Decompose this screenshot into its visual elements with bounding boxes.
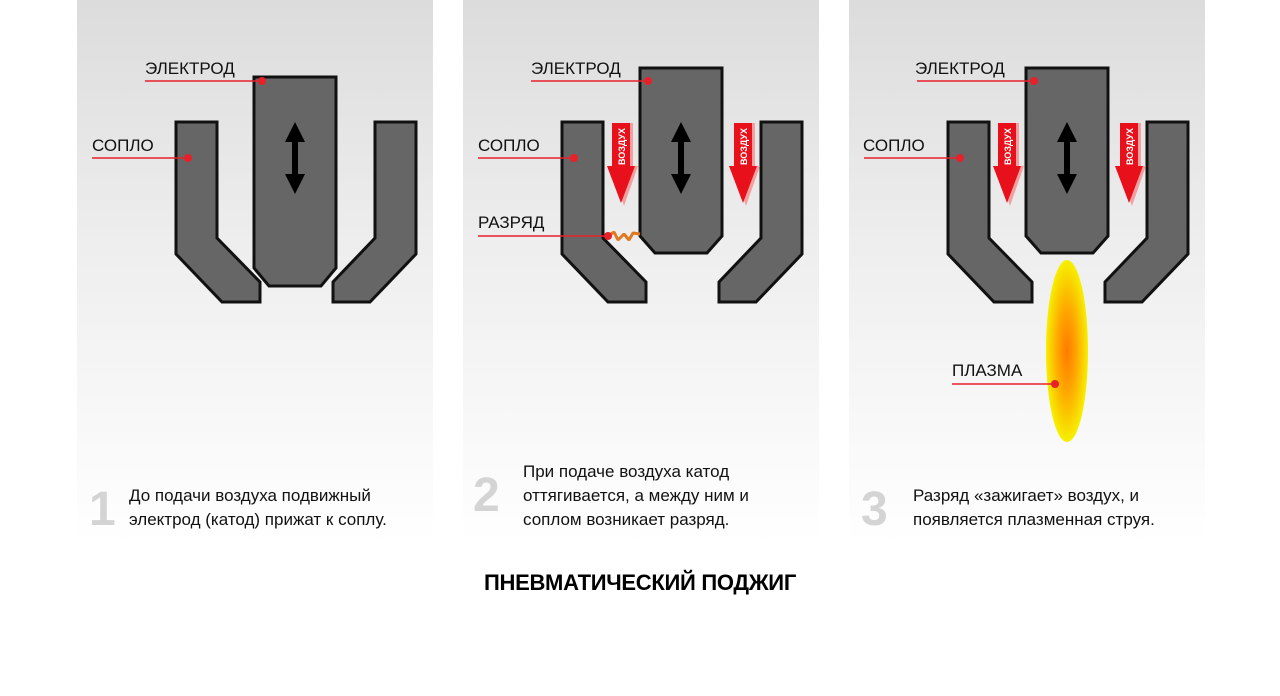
nozzle-right — [1103, 120, 1190, 304]
move-arrow-icon — [285, 122, 305, 194]
page-title: ПНЕВМАТИЧЕСКИЙ ПОДЖИГ — [484, 570, 796, 595]
electrode-pointer — [917, 77, 1038, 85]
step-number: 1 — [89, 483, 116, 536]
step-caption: При подаче воздуха катод оттягивается, а… — [523, 462, 749, 529]
step-1-diagram — [92, 75, 418, 304]
nozzle-left — [560, 120, 648, 304]
nozzle-pointer — [478, 154, 578, 162]
discharge-label: РАЗРЯД — [478, 213, 545, 232]
step-3-diagram: ВОЗДУХ ВОЗДУХ — [864, 66, 1190, 442]
nozzle-right — [331, 120, 418, 304]
move-arrow-icon — [1057, 122, 1077, 194]
spark-icon — [607, 230, 641, 242]
air-text-right: ВОЗДУХ — [1125, 128, 1135, 165]
air-arrow-right — [729, 123, 760, 206]
nozzle-label: СОПЛО — [863, 136, 925, 155]
step-2-panel: ВОЗДУХ ВОЗДУХ ЭЛЕКТРОД СОПЛО РАЗРЯД 2 Пр… — [463, 0, 819, 545]
nozzle-label: СОПЛО — [92, 136, 154, 155]
air-text-right: ВОЗДУХ — [739, 128, 749, 165]
step-number: 2 — [473, 469, 500, 522]
nozzle-pointer — [864, 154, 964, 162]
plasma-jet — [1046, 260, 1088, 442]
air-text-left: ВОЗДУХ — [1003, 128, 1013, 165]
move-arrow-icon — [671, 122, 691, 194]
step-1-panel: ЭЛЕКТРОД СОПЛО 1 До подачи воздуха подви… — [77, 0, 433, 545]
air-arrow-left — [607, 123, 638, 206]
nozzle-right — [717, 120, 804, 304]
electrode-pointer — [145, 77, 266, 85]
air-text-left: ВОЗДУХ — [617, 128, 627, 165]
nozzle-label: СОПЛО — [478, 136, 540, 155]
plasma-pointer — [952, 380, 1059, 388]
step-2-diagram: ВОЗДУХ ВОЗДУХ — [478, 66, 804, 304]
step-caption: До подачи воздуха подвижный электрод (ка… — [129, 486, 387, 529]
electrode-pointer — [531, 77, 652, 85]
nozzle-left — [946, 120, 1034, 304]
step-number: 3 — [861, 483, 888, 536]
electrode-label: ЭЛЕКТРОД — [531, 59, 621, 78]
air-arrow-left — [993, 123, 1024, 206]
air-arrow-right — [1115, 123, 1146, 206]
step-3-panel: ВОЗДУХ ВОЗДУХ ЭЛЕКТРОД СОПЛО ПЛАЗМА 3 Ра… — [849, 0, 1205, 545]
nozzle-left — [174, 120, 262, 304]
step-caption: Разряд «зажигает» воздух, и появляется п… — [913, 486, 1155, 529]
plasma-label: ПЛАЗМА — [952, 361, 1023, 380]
electrode-label: ЭЛЕКТРОД — [145, 59, 235, 78]
discharge-pointer — [478, 232, 612, 240]
nozzle-pointer — [92, 154, 192, 162]
electrode-label: ЭЛЕКТРОД — [915, 59, 1005, 78]
